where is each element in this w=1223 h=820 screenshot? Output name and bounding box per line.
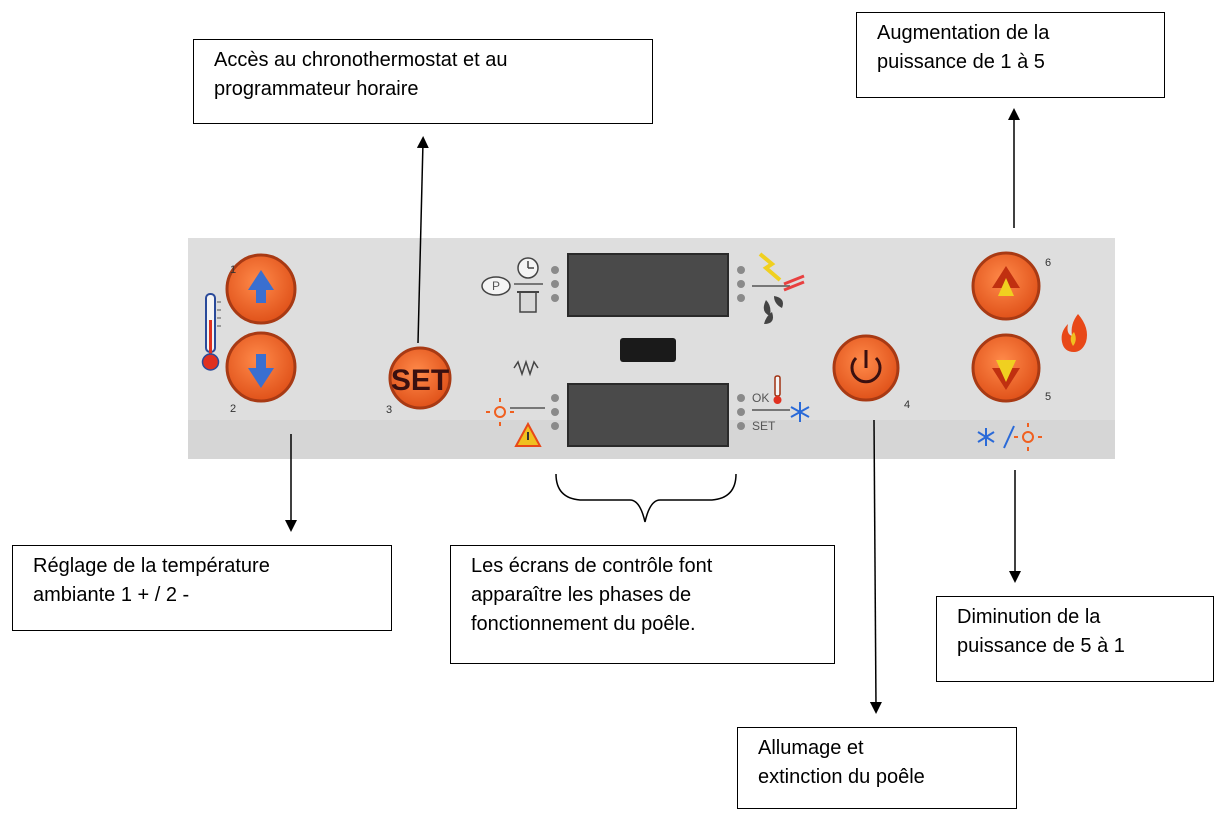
button-number-1: 1 (230, 264, 236, 276)
callout-power-down-line-2: puissance de 5 à 1 (957, 635, 1125, 657)
button-number-3: 3 (386, 404, 392, 416)
button-number-4: 4 (904, 399, 910, 411)
callout-screens-line-1: Les écrans de contrôle font (471, 555, 713, 577)
arrow-set-to-chrono (416, 136, 429, 344)
callout-control-screens: Les écrans de contrôle font apparaître l… (450, 545, 835, 664)
callout-temperature-setting: Réglage de la température ambiante 1 + /… (12, 545, 392, 631)
thermometer-small-icon (773, 375, 782, 404)
callout-temp-line-1: Réglage de la température (33, 555, 270, 577)
fan-icon (763, 296, 783, 324)
arrow-up-icon (248, 270, 274, 290)
callout-on-off: Allumage et extinction du poêle (737, 727, 1017, 809)
power-icon (850, 350, 882, 384)
bottom-display-screen (567, 383, 729, 447)
callout-power-increase: Augmentation de la puissance de 1 à 5 (856, 12, 1165, 98)
callout-power-up-line-1: Augmentation de la (877, 22, 1050, 44)
button-temp-down[interactable] (225, 331, 297, 403)
power-button[interactable] (832, 334, 900, 402)
screens-brace (555, 473, 737, 523)
callout-onoff-line-1: Allumage et (758, 737, 864, 759)
set-button[interactable]: SET (388, 346, 452, 410)
callout-power-up-line-2: puissance de 1 à 5 (877, 51, 1045, 73)
led-column-top-left (551, 266, 559, 302)
set-button-label: SET (391, 364, 449, 397)
callout-power-down-line-1: Diminution de la (957, 606, 1101, 628)
resistance-icon (513, 359, 539, 377)
display-connector (620, 338, 676, 362)
button-number-5: 5 (1045, 391, 1051, 403)
snowflake-sun-icon (977, 423, 1042, 451)
arrow-power-to-onoff (869, 419, 882, 714)
flue-icon (783, 274, 805, 292)
led-column-top-right (737, 266, 745, 302)
callout-chrono-line-2: programmateur horaire (214, 78, 419, 100)
pump-label: P (492, 279, 500, 293)
button-number-6: 6 (1045, 257, 1051, 269)
arrow-down-icon (248, 368, 274, 388)
ok-label: OK (752, 391, 769, 405)
callout-temp-line-2: ambiante 1 + / 2 - (33, 584, 190, 606)
callout-screens-line-3: fonctionnement du poêle. (471, 613, 696, 635)
led-column-bottom-right (737, 394, 745, 430)
button-power-down[interactable] (971, 333, 1041, 403)
snowflake-icon (790, 402, 810, 422)
callout-power-decrease: Diminution de la puissance de 5 à 1 (936, 596, 1214, 682)
flame-icon (1061, 314, 1087, 352)
clock-icon (517, 257, 539, 279)
warning-icon (514, 421, 542, 447)
button-number-2: 2 (230, 403, 236, 415)
callout-chrono-access: Accès au chronothermostat et au programm… (193, 39, 653, 124)
callout-onoff-line-2: extinction du poêle (758, 766, 925, 788)
sun-icon (486, 398, 514, 426)
spark-icon (758, 252, 782, 282)
arrow-up-yellow-icon (992, 266, 1020, 288)
led-column-bottom-left (551, 394, 559, 430)
thermometer-icon (201, 293, 221, 371)
top-display-screen (567, 253, 729, 317)
button-temp-up[interactable] (225, 253, 297, 325)
pump-icon: P (481, 276, 511, 296)
control-panel: 1 2 SET 3 P (188, 238, 1115, 459)
trash-icon (517, 291, 539, 313)
callout-screens-line-2: apparaître les phases de (471, 584, 692, 606)
button-power-up[interactable] (971, 251, 1041, 321)
callout-chrono-line-1: Accès au chronothermostat et au (214, 49, 508, 71)
set-small-label: SET (752, 419, 776, 433)
